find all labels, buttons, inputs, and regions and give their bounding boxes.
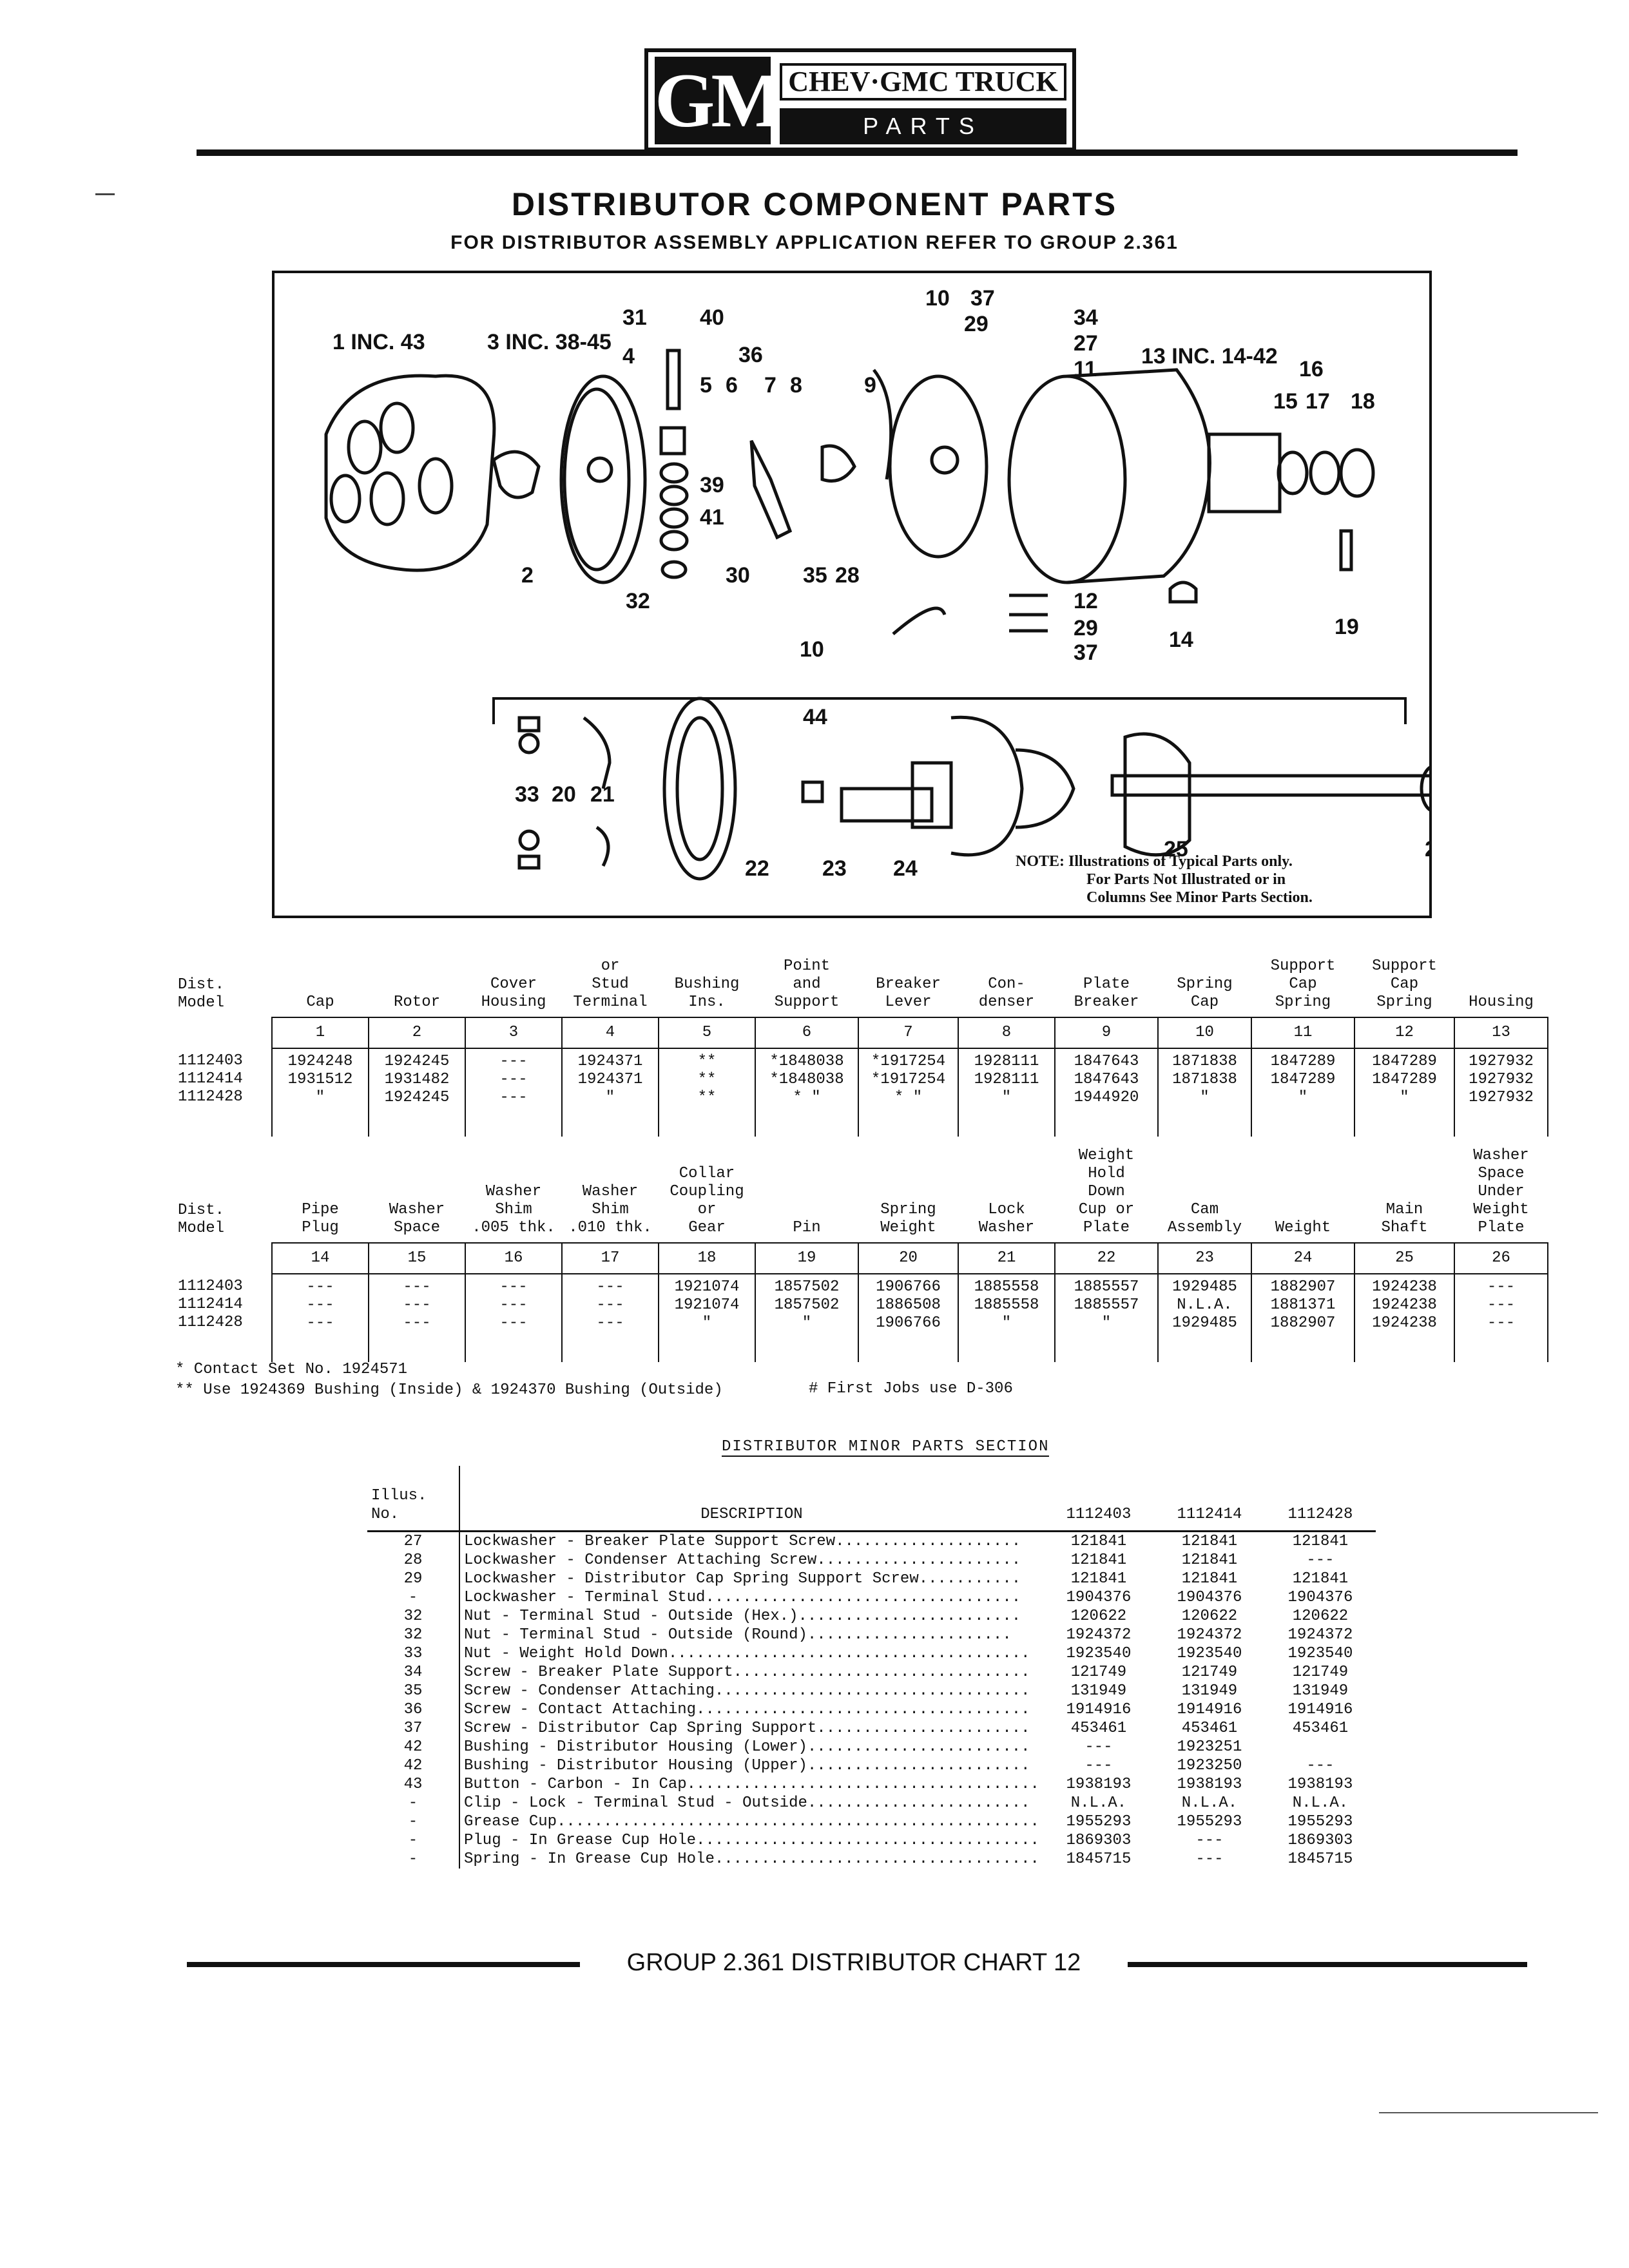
svg-text:11: 11: [1074, 357, 1097, 381]
svg-text:18: 18: [1351, 389, 1375, 414]
callout: 13 INC. 14-42: [1141, 344, 1278, 369]
svg-text:12: 12: [1074, 589, 1098, 613]
svg-text:37: 37: [970, 286, 995, 311]
svg-text:19: 19: [1335, 615, 1359, 639]
footnotes: * Contact Set No. 1924571 ** Use 1924369…: [175, 1360, 723, 1401]
corner-rule: [1379, 2112, 1598, 2113]
minor-parts-table: Illus. No. DESCRIPTION 1112403 1112414 1…: [367, 1466, 1376, 1869]
svg-text:29: 29: [1074, 616, 1098, 640]
svg-text:44: 44: [803, 705, 827, 729]
svg-text:9: 9: [864, 373, 876, 398]
svg-text:29: 29: [964, 312, 988, 336]
margin-mark: [95, 193, 115, 195]
svg-text:20: 20: [552, 782, 576, 807]
callout: 1 INC. 43: [333, 330, 425, 354]
svg-text:For Parts Not Illustrated or i: For Parts Not Illustrated or in: [1086, 871, 1286, 888]
minor-parts-title: DISTRIBUTOR MINOR PARTS SECTION: [722, 1438, 1050, 1457]
diagram-drawing: 1 INC. 43 3 INC. 38-45 13 INC. 14-42 31 4…: [324, 286, 1429, 906]
footer-rule-left: [187, 1962, 580, 1967]
table-row: -Lockwasher - Terminal Stud.............…: [367, 1588, 1376, 1607]
svg-text:35: 35: [803, 563, 827, 588]
svg-text:41: 41: [700, 505, 724, 530]
svg-text:33: 33: [515, 782, 539, 807]
page-footer: GROUP 2.361 DISTRIBUTOR CHART 12: [626, 1949, 1081, 1976]
svg-text:32: 32: [626, 589, 650, 613]
col-header: Dist. Model: [178, 976, 225, 1012]
svg-text:39: 39: [700, 473, 724, 497]
brand-name: CHEV·GMC TRUCK: [780, 63, 1066, 101]
table-row: -Spring - In Grease Cup Hole............…: [367, 1850, 1376, 1869]
diagram-note: NOTE: Illustrations of Typical Parts onl…: [1016, 853, 1293, 870]
svg-text:25: 25: [1164, 837, 1188, 861]
svg-text:37: 37: [1074, 640, 1098, 665]
brand-subtitle: PARTS CATALOGUE: [780, 108, 1066, 175]
svg-text:7: 7: [764, 373, 776, 398]
header-rule: [197, 149, 1518, 156]
svg-text:Columns See Minor Parts Sectio: Columns See Minor Parts Section.: [1086, 889, 1313, 906]
svg-text:30: 30: [726, 563, 750, 588]
callout: 3 INC. 38-45: [487, 330, 612, 354]
svg-text:16: 16: [1299, 357, 1324, 381]
svg-text:27: 27: [1074, 331, 1098, 356]
svg-text:15: 15: [1273, 389, 1298, 414]
svg-text:22: 22: [745, 856, 769, 881]
svg-text:21: 21: [590, 782, 615, 807]
svg-text:5: 5: [700, 373, 712, 398]
table-row: 1112403 1112414 1112428 1924248 1931512 …: [175, 1048, 1548, 1137]
svg-text:10: 10: [800, 637, 824, 662]
table-row: -Clip - Lock - Terminal Stud - Outside..…: [367, 1794, 1376, 1812]
gm-logo: GM: [655, 57, 784, 144]
table-row: 1112403 1112414 1112428 --- --- ------ -…: [175, 1274, 1548, 1362]
svg-text:4: 4: [622, 344, 635, 369]
svg-text:6: 6: [726, 373, 738, 398]
table-row: -Plug - In Grease Cup Hole..............…: [367, 1831, 1376, 1850]
svg-text:14: 14: [1169, 628, 1193, 652]
svg-text:2: 2: [521, 563, 534, 588]
svg-text:8: 8: [790, 373, 802, 398]
svg-text:40: 40: [700, 305, 724, 330]
footnote-first-jobs: # First Jobs use D-306: [809, 1380, 1013, 1398]
page-subtitle: FOR DISTRIBUTOR ASSEMBLY APPLICATION REF…: [450, 232, 1179, 253]
footnote-bushing: ** Use 1924369 Bushing (Inside) & 192437…: [175, 1381, 723, 1399]
footer-rule-right: [1128, 1962, 1527, 1967]
cap-shape: [324, 374, 496, 572]
table-row: -Grease Cup.............................…: [367, 1812, 1376, 1831]
svg-text:28: 28: [835, 563, 860, 588]
svg-text:26: 26: [1425, 837, 1429, 861]
minor-header-row: Illus. No. DESCRIPTION 1112403 1112414 1…: [367, 1466, 1376, 1532]
footnote-contact-set: * Contact Set No. 1924571: [175, 1361, 408, 1378]
svg-text:34: 34: [1074, 305, 1098, 330]
svg-text:36: 36: [738, 343, 763, 367]
svg-text:23: 23: [822, 856, 847, 881]
svg-text:17: 17: [1306, 389, 1330, 414]
svg-text:31: 31: [622, 305, 647, 330]
svg-text:24: 24: [893, 856, 918, 881]
page-title: DISTRIBUTOR COMPONENT PARTS: [511, 186, 1118, 222]
svg-text:10: 10: [925, 286, 950, 311]
exploded-diagram: 1 INC. 43 3 INC. 38-45 13 INC. 14-42 31 4…: [272, 271, 1432, 918]
